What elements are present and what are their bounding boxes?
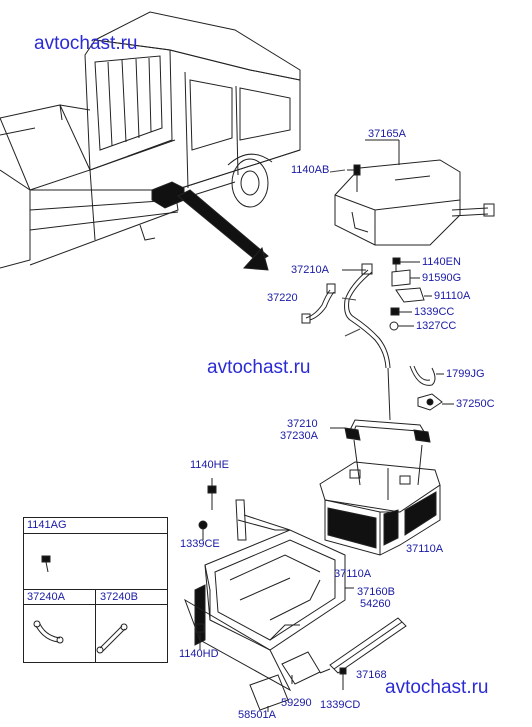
truck-illustration [0, 11, 301, 271]
label-59290: 59290 [281, 697, 312, 709]
label-37110A-right: 37110A [406, 543, 444, 555]
hold-down-bracket [330, 419, 431, 486]
label-37110A-bottom: 37110A [334, 568, 372, 580]
label-37160B: 37160B [357, 586, 395, 598]
label-37230A: 37230A [280, 430, 318, 442]
label-37210: 37210 [287, 418, 318, 430]
label-37250C: 37250C [456, 398, 495, 410]
label-1339CE: 1339CE [180, 538, 220, 550]
battery [319, 461, 441, 556]
table-column-divider [95, 589, 96, 662]
battery-tray [184, 499, 354, 692]
table-header-divider [24, 533, 167, 534]
watermark-middle: avtochast.ru [207, 357, 311, 378]
label-37165A: 37165A [368, 128, 406, 140]
bolt-1140HE [207, 478, 217, 510]
label-1339CD: 1339CD [320, 699, 361, 711]
fasteners-group [389, 257, 432, 331]
nut-1339CD [339, 667, 347, 690]
rail-37168 [319, 617, 407, 674]
table-col-right-label: 37240B [100, 591, 138, 603]
table-header-label: 1141AG [27, 519, 67, 531]
label-1339CC: 1339CC [414, 306, 455, 318]
label-1327CC: 1327CC [416, 320, 457, 332]
label-91110A: 91110A [434, 290, 471, 302]
label-37220: 37220 [267, 292, 298, 304]
clip-1799JG [409, 365, 444, 386]
label-1140AB: 1140AB [291, 164, 330, 176]
label-37210A: 37210A [291, 264, 329, 276]
table-icons [33, 555, 128, 654]
battery-cover [334, 139, 495, 246]
label-1140HE: 1140HE [190, 459, 229, 471]
table-col-left-label: 37240A [27, 591, 65, 603]
pads [249, 651, 321, 712]
watermark-bottom: avtochast.ru [385, 677, 489, 698]
label-91590G: 91590G [422, 272, 462, 284]
label-58501A: 58501A [238, 709, 276, 721]
label-1140HD: 1140HD [179, 648, 219, 660]
parts-legend-table: 1141AG 37240A 37240B [23, 517, 168, 663]
label-1799JG: 1799JG [446, 368, 485, 380]
part-37250C [417, 393, 454, 411]
watermark-top: avtochast.ru [34, 33, 138, 54]
label-1140EN: 1140EN [422, 256, 461, 268]
battery-cable [342, 263, 391, 421]
cable-37220 [301, 283, 336, 324]
label-54260: 54260 [360, 598, 391, 610]
bolt-1140HD [195, 623, 205, 650]
nut-1339CE [198, 520, 208, 540]
label-37168: 37168 [356, 669, 387, 681]
leader-lines [329, 169, 361, 337]
